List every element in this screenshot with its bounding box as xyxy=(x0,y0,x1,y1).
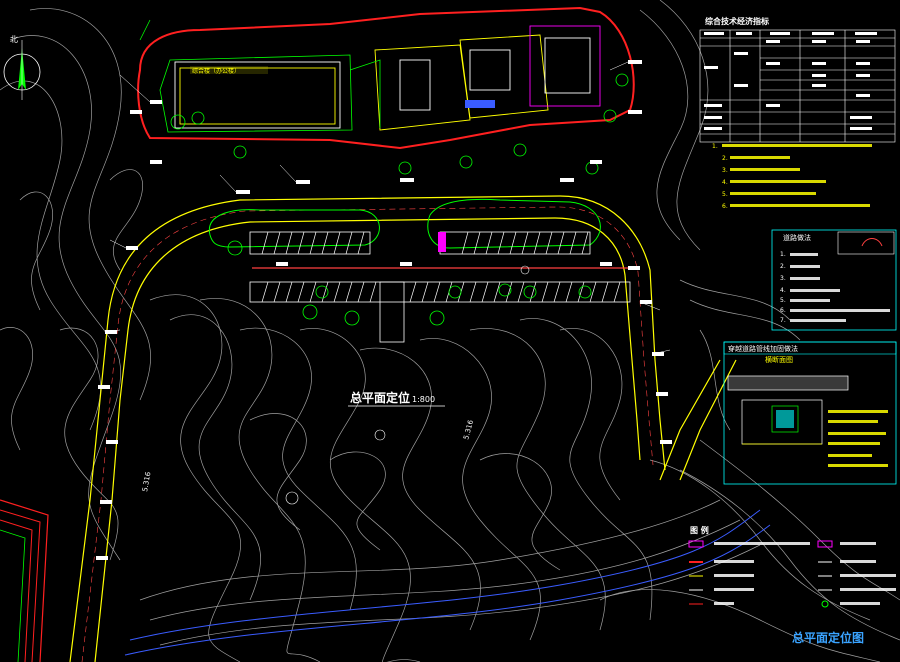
tech-table xyxy=(699,29,896,143)
neighbor-site xyxy=(0,499,49,662)
notes-block: 1. 2. 3. 4. 5. 6. xyxy=(712,143,872,210)
svg-text:3.: 3. xyxy=(780,275,786,282)
building-green-lines xyxy=(139,19,381,133)
road-method-items: 1. 2. 3. 4. 5. 6. 7. xyxy=(780,251,890,324)
note-6: 6. xyxy=(722,203,728,210)
north-arrow xyxy=(3,40,41,100)
svg-text:6.: 6. xyxy=(780,307,786,314)
tree-symbols-white xyxy=(285,265,530,505)
pipe-method-subtitle: 横断面图 xyxy=(765,355,793,364)
leader-lines xyxy=(104,61,671,355)
pipe-method-title: 穿越道路管线加固做法 xyxy=(728,344,798,353)
road-section-icon xyxy=(861,238,883,247)
table-title: 综合技术经济指标 xyxy=(705,16,769,26)
north-label: 北 xyxy=(10,35,18,44)
contour-label-a: 5.316 xyxy=(141,471,152,493)
note-5: 5. xyxy=(722,191,728,198)
legend-text-marks xyxy=(714,542,896,605)
road-centerline xyxy=(81,206,654,662)
parking-entry xyxy=(379,281,405,343)
legend-title: 图 例 xyxy=(690,525,709,535)
contour-label-b: 5.316 xyxy=(462,419,475,441)
road-method-diagram xyxy=(837,231,895,255)
legend-symbols xyxy=(688,540,833,608)
building-outlines xyxy=(174,25,601,131)
note-3: 3. xyxy=(722,167,728,174)
parking-islands xyxy=(208,198,601,249)
note-4: 4. xyxy=(722,179,728,186)
building-name-plate xyxy=(190,66,268,74)
pipe-method-header xyxy=(723,341,897,355)
tree-symbols xyxy=(170,73,629,326)
road-method-title: 道路做法 xyxy=(783,233,811,242)
svg-text:1.: 1. xyxy=(780,251,786,258)
callout-markers xyxy=(96,60,672,560)
svg-text:4.: 4. xyxy=(780,287,786,294)
building-label: 综合楼（办公楼） xyxy=(192,67,240,75)
tech-table-cells xyxy=(704,32,877,130)
plan-scale: 1:800 xyxy=(412,395,435,404)
site-boundary xyxy=(137,6,635,150)
pipe-section-diagram xyxy=(727,375,849,445)
plan-title: 总平面定位 xyxy=(350,390,410,405)
svg-text:2.: 2. xyxy=(780,263,786,270)
pipe-notes xyxy=(828,410,888,467)
yellow-marker-1 xyxy=(465,100,495,108)
sheet-title: 总平面定位图 xyxy=(792,630,864,645)
svg-text:7.: 7. xyxy=(780,317,786,324)
note-2: 2. xyxy=(722,155,728,162)
parking-stripes xyxy=(261,231,621,303)
magenta-marker xyxy=(438,232,446,252)
svg-text:5.: 5. xyxy=(780,297,786,304)
stream-lines xyxy=(124,509,771,656)
note-1: 1. xyxy=(712,143,718,150)
road-method-box xyxy=(771,229,897,331)
